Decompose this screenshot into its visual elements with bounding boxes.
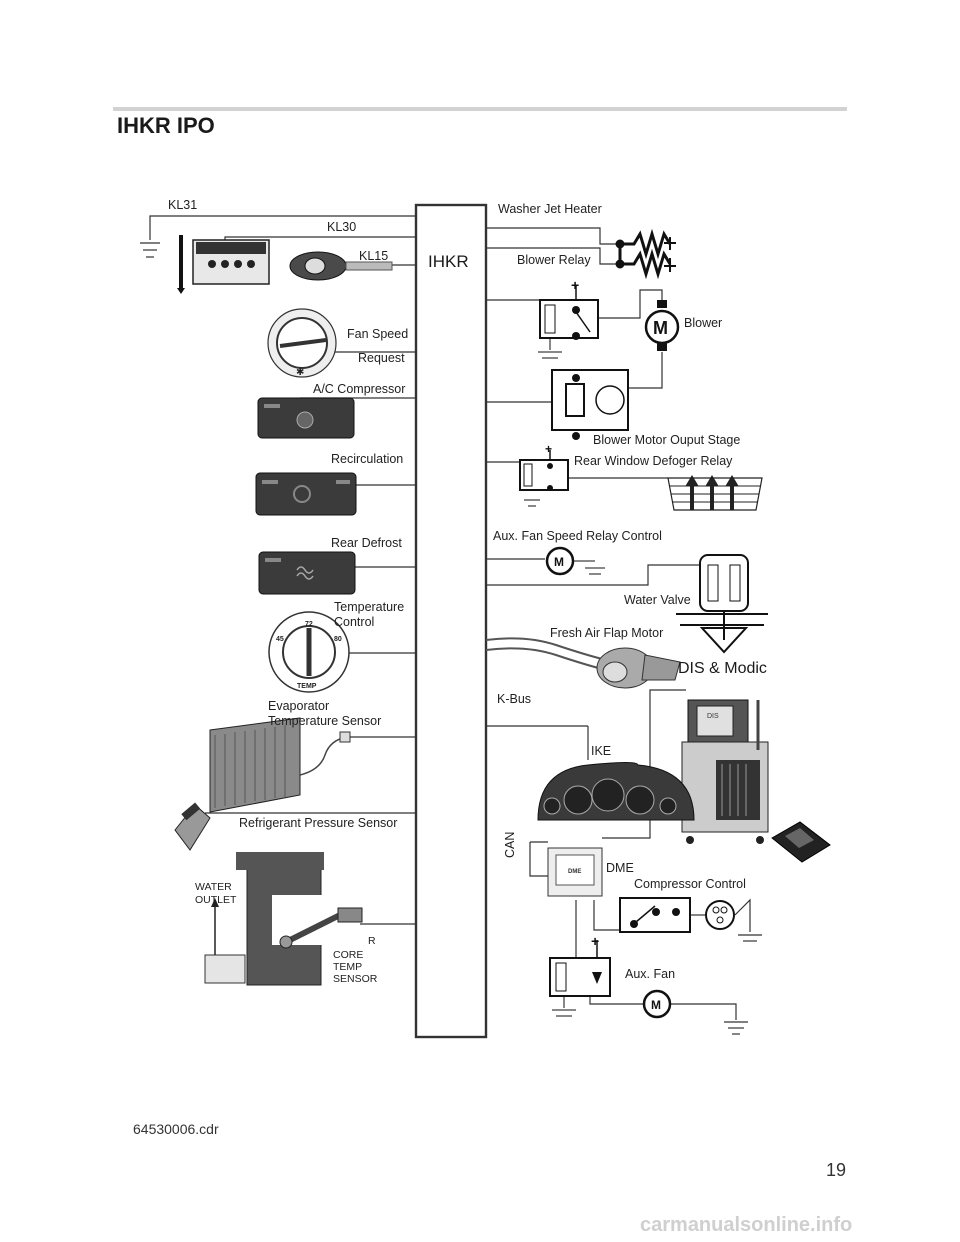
- aux-fan-relay-plus: +: [591, 933, 599, 949]
- blower-relay-plus: +: [571, 277, 579, 293]
- blower-relay-label: Blower Relay: [517, 253, 591, 267]
- dme-box-label: DME: [568, 869, 581, 875]
- aux-fan-relay-m: M: [554, 555, 564, 569]
- knob-72-label: 72: [305, 621, 313, 628]
- rear-defrost-label: Rear Defrost: [331, 536, 402, 550]
- blower-feed-wire: [598, 289, 663, 319]
- recirculation-switch-icon: [255, 472, 357, 516]
- battery-icon: [177, 235, 270, 294]
- kl30-label: KL30: [327, 220, 357, 234]
- key-icon: [289, 251, 393, 281]
- water-valve-label: Water Valve: [624, 593, 691, 607]
- rear-window-relay-label: Rear Window Defoger Relay: [574, 454, 733, 468]
- evaporator-icon: [209, 717, 351, 813]
- dis-tester-icon: [681, 699, 769, 844]
- kbus-label: K-Bus: [497, 692, 532, 706]
- refrigerant-sensor-icon: [174, 802, 211, 851]
- ihkr-module-box: [414, 203, 488, 1039]
- kl31-label: KL31: [168, 198, 198, 212]
- knob-45-label: 45: [276, 636, 284, 643]
- rear-defrost-switch-icon: [258, 551, 356, 595]
- can-wire: [529, 842, 548, 877]
- svg-text:✱: ✱: [296, 367, 304, 378]
- dis-screen-label: DIS: [707, 713, 719, 720]
- temperature-knob-icon: [268, 611, 350, 693]
- request-label: Request: [358, 351, 405, 365]
- dme-label: DME: [606, 861, 634, 875]
- blower-stage-label: Blower Motor Ouput Stage: [593, 433, 741, 447]
- blower-motor-m: M: [653, 318, 668, 338]
- fan-speed-knob-icon: ✱: [267, 308, 337, 378]
- dme-module-icon: [547, 847, 603, 897]
- rear-window-grid-icon: [667, 475, 763, 511]
- compressor-control-icon: [619, 897, 735, 933]
- kl15-label: KL15: [359, 249, 389, 263]
- water-valve-icon: [676, 554, 768, 654]
- sensor-label: SENSOR: [333, 973, 378, 985]
- blower-label: Blower: [684, 316, 723, 330]
- heater-core-icon: [204, 852, 363, 986]
- page-number: 19: [826, 1160, 847, 1180]
- evaporator-sensor-label: Temperature Sensor: [268, 714, 382, 728]
- blower-relay-icon: [538, 285, 599, 359]
- dis-wire: [602, 689, 686, 839]
- ike-label: IKE: [591, 744, 612, 758]
- temp-label: TEMP: [333, 961, 363, 973]
- ike-cluster-icon: [537, 762, 695, 821]
- rear-window-relay-plus: +: [545, 442, 552, 456]
- control-label: Control: [334, 615, 375, 629]
- aux-fan-m: M: [651, 998, 661, 1012]
- blower-output-stage-icon: [551, 369, 629, 440]
- header-rule: [113, 107, 847, 111]
- fresh-air-flap-motor-icon: [485, 637, 681, 689]
- heater-core-fragment: R: [368, 935, 376, 947]
- aux-fan-label: Aux. Fan: [625, 967, 676, 981]
- recirculation-label: Recirculation: [331, 452, 404, 466]
- washer-jet-heater-icon: [615, 228, 672, 280]
- aux-fan-relay-icon: [549, 940, 611, 1017]
- ac-compressor-switch-icon: [257, 397, 355, 439]
- aux-fan-relay-motor-icon: [545, 546, 605, 576]
- ihkr-module-label: IHKR: [428, 252, 469, 271]
- modic-device-icon: [771, 821, 831, 863]
- aux-fan-relay-label: Aux. Fan Speed Relay Control: [493, 529, 662, 543]
- fresh-air-flap-label: Fresh Air Flap Motor: [550, 626, 664, 640]
- outlet-label: OUTLET: [195, 894, 237, 906]
- ac-compressor-label: A/C Compressor: [313, 382, 406, 396]
- blower-motor-icon: [644, 300, 680, 351]
- kl31-wire: [149, 215, 416, 240]
- dis-modic-label: DIS & Modic: [678, 660, 767, 677]
- compressor-wire: [593, 900, 620, 931]
- washer-wire: [486, 227, 620, 245]
- rear-window-relay-icon: [519, 450, 569, 507]
- page-title: IHKR IPO: [117, 113, 215, 138]
- evaporator-label: Evaporator: [268, 699, 330, 713]
- fan-speed-label: Fan Speed: [347, 327, 409, 341]
- core-label: CORE: [333, 949, 364, 961]
- knob-temp-label: TEMP: [297, 683, 317, 690]
- water-label: WATER: [195, 881, 232, 893]
- file-reference: 64530006.cdr: [133, 1121, 219, 1137]
- aux-fan-motor-icon: [642, 989, 672, 1019]
- temperature-label: Temperature: [334, 600, 405, 614]
- washer-jet-heater-label: Washer Jet Heater: [498, 202, 602, 216]
- compressor-control-label: Compressor Control: [634, 877, 746, 891]
- watermark: carmanualsonline.info: [640, 1214, 853, 1236]
- knob-80-label: 80: [334, 636, 342, 643]
- can-label: CAN: [503, 831, 517, 858]
- refrigerant-label: Refrigerant Pressure Sensor: [239, 816, 398, 830]
